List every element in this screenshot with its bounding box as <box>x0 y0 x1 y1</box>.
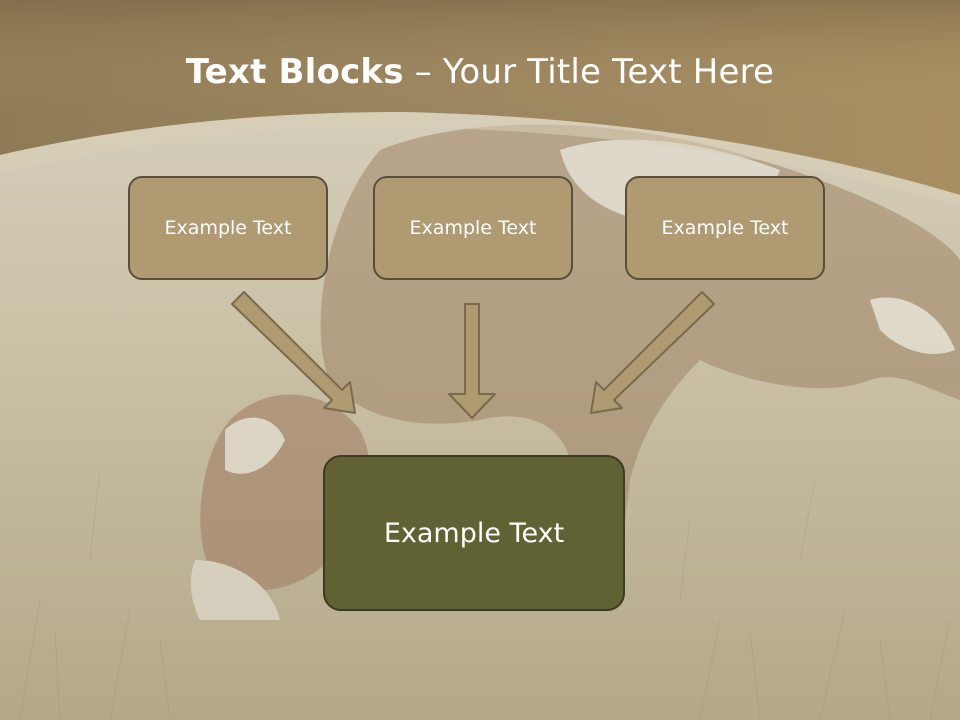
text-block-top-center[interactable]: Example Text <box>373 176 573 280</box>
text-block-top-right[interactable]: Example Text <box>625 176 825 280</box>
arrow-right-down-left <box>590 291 715 414</box>
title-rest: Your Title Text Here <box>442 52 775 92</box>
text-block-top-left[interactable]: Example Text <box>128 176 328 280</box>
text-block-top-right-label: Example Text <box>661 217 789 239</box>
page-title: Text Blocks – Your Title Text Here <box>0 52 960 92</box>
title-dash: – <box>403 52 443 92</box>
arrow-left-down-right <box>231 291 356 414</box>
text-block-top-left-label: Example Text <box>164 217 292 239</box>
title-bold: Text Blocks <box>185 52 404 92</box>
text-block-top-center-label: Example Text <box>409 217 537 239</box>
arrow-center-down <box>448 303 496 419</box>
text-block-bottom[interactable]: Example Text <box>323 455 625 611</box>
text-block-bottom-label: Example Text <box>383 517 565 549</box>
